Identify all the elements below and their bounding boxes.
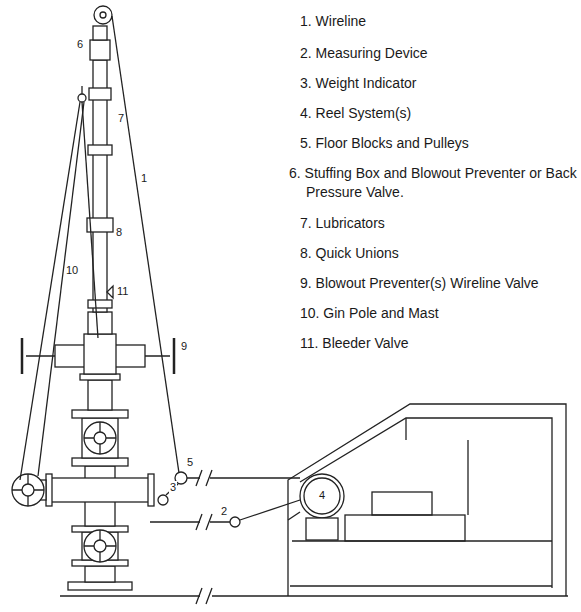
callout-number: 7 [117, 112, 125, 125]
callout-number: 4 [318, 489, 326, 502]
legend-item: 9. Blowout Preventer(s) Wireline Valve [300, 274, 539, 293]
legend-item: 4. Reel System(s) [300, 104, 411, 123]
legend-item: 7. Lubricators [300, 214, 385, 233]
callout-number: 10 [65, 264, 79, 277]
legend-item: 2. Measuring Device [300, 44, 428, 63]
callout-number: 11 [116, 285, 129, 298]
ground-line [60, 588, 568, 604]
wellhead-tree [12, 374, 154, 590]
legend-item: 5. Floor Blocks and Pulleys [300, 134, 469, 153]
callout-number: 6 [76, 38, 84, 51]
gin-pole [20, 86, 98, 480]
legend-item: 10. Gin Pole and Mast [300, 304, 439, 323]
legend-item: 3. Weight Indicator [300, 74, 416, 93]
callout-number: 8 [115, 226, 123, 239]
blowout-preventer [22, 334, 174, 374]
legend-item: 1. Wireline [300, 12, 366, 31]
callout-number: 3 [169, 481, 177, 494]
legend-item: 8. Quick Unions [300, 244, 399, 263]
callout-number: 1 [140, 172, 148, 185]
legend-item: 6. Stuffing Box and Blowout Preventer or… [289, 164, 578, 202]
callout-number: 9 [180, 340, 188, 353]
callout-number: 2 [220, 505, 228, 518]
callout-number: 5 [186, 456, 194, 469]
wireline-unit [288, 404, 566, 596]
lubricator [87, 6, 113, 334]
wireline-and-blocks [112, 16, 300, 530]
legend-item: 11. Bleeder Valve [300, 334, 408, 353]
